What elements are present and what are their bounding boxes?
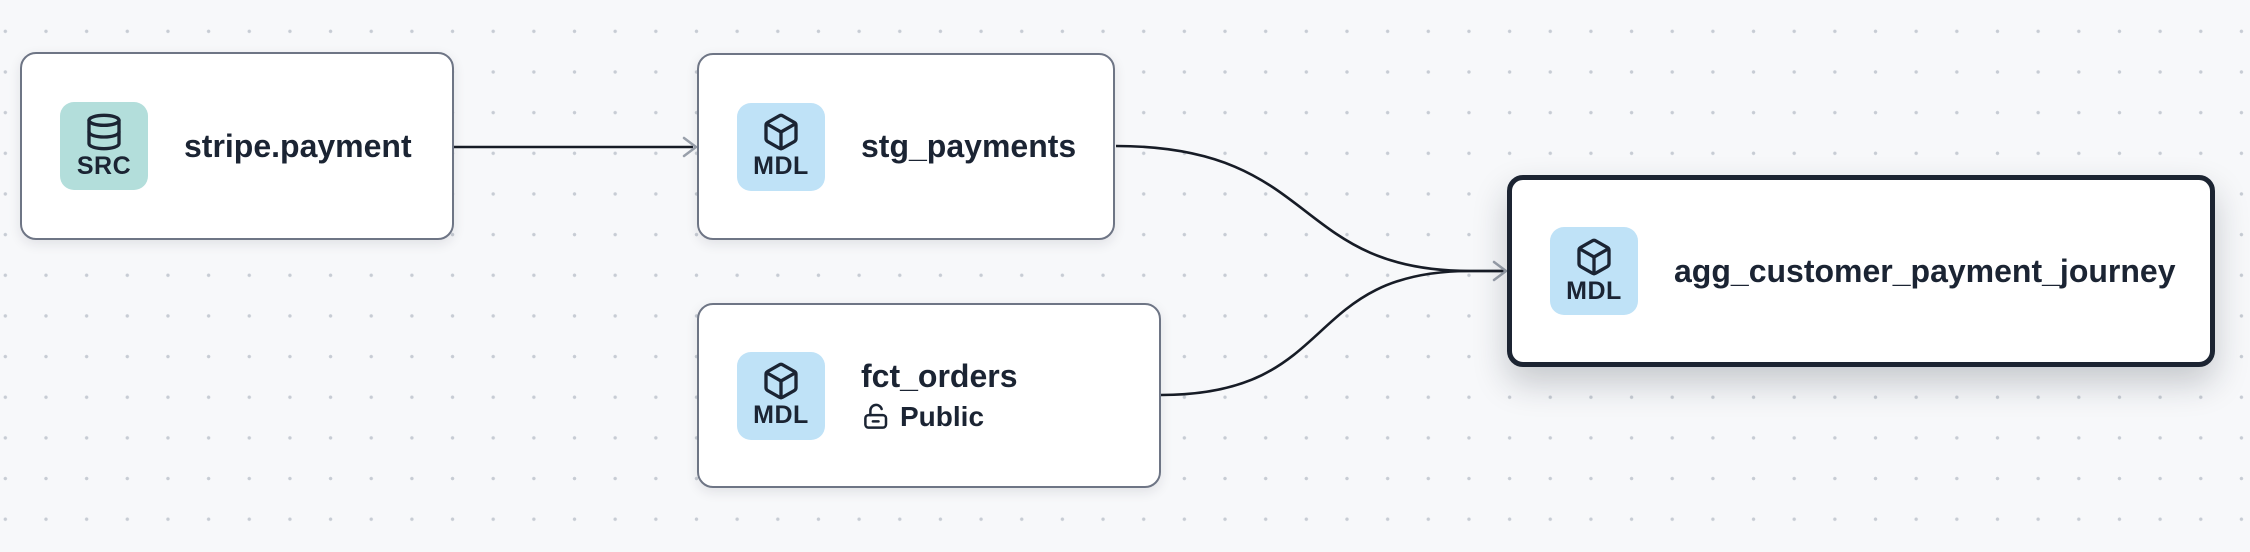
node-title: agg_customer_payment_journey <box>1674 252 2176 289</box>
lock-open-icon <box>861 402 891 432</box>
access-label: Public <box>900 401 985 433</box>
lineage-node-agg-customer-payment-journey[interactable]: MDL agg_customer_payment_journey <box>1507 175 2215 367</box>
node-title: stg_payments <box>861 128 1077 165</box>
node-title: stripe.payment <box>184 127 412 164</box>
cube-icon <box>1574 237 1614 277</box>
lineage-node-fct-orders[interactable]: MDL fct_orders Public <box>697 303 1161 488</box>
database-icon <box>84 112 124 152</box>
source-badge: SRC <box>60 102 148 190</box>
edge-fct-orders-to-agg[interactable] <box>1160 269 1504 397</box>
edge-stg-payments-to-agg[interactable] <box>1115 144 1504 273</box>
node-title: fct_orders <box>861 358 1018 394</box>
lineage-node-stg-payments[interactable]: MDL stg_payments <box>697 53 1115 240</box>
access-badge: Public <box>861 400 984 434</box>
badge-label: SRC <box>76 151 132 180</box>
arrowhead-icon <box>1492 260 1508 282</box>
badge-label: MDL <box>1566 276 1622 305</box>
cube-icon <box>761 112 801 152</box>
badge-label: MDL <box>753 401 809 430</box>
lineage-node-stripe-payment[interactable]: SRC stripe.payment <box>20 52 454 240</box>
cube-icon <box>761 361 801 401</box>
badge-label: MDL <box>753 152 809 181</box>
model-badge: MDL <box>737 351 825 440</box>
arrowhead-icon <box>682 136 698 158</box>
model-badge: MDL <box>737 102 825 191</box>
model-badge: MDL <box>1550 227 1638 315</box>
